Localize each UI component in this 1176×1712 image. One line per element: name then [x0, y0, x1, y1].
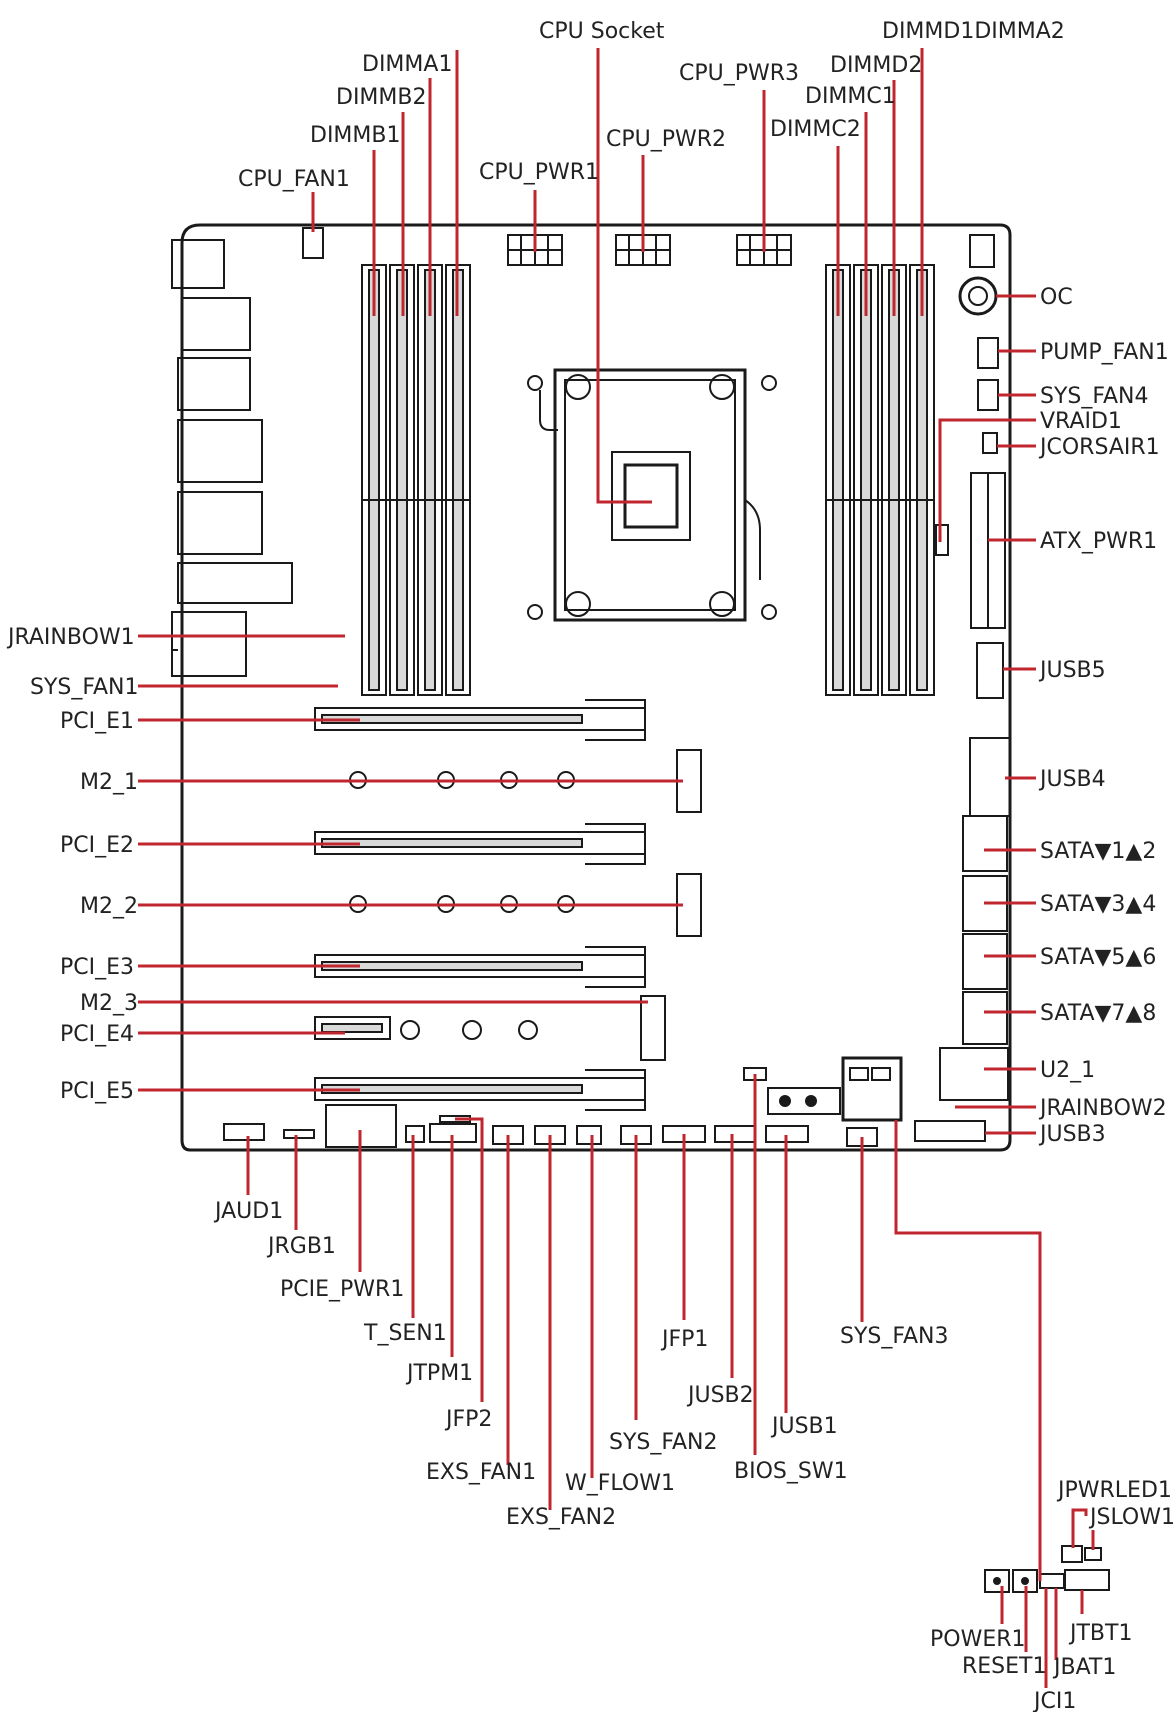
label-sata78: SATA▼7▲8: [1040, 1001, 1156, 1026]
label-jusb5: JUSB5: [1038, 658, 1106, 683]
board-outline: [180, 223, 1012, 1152]
label-pump-fan1: PUMP_FAN1: [1040, 340, 1169, 365]
label-jusb4: JUSB4: [1038, 767, 1106, 792]
label-oc: OC: [1040, 285, 1073, 310]
label-sata12: SATA▼1▲2: [1040, 839, 1156, 864]
cpu-power-connectors: [507, 234, 792, 266]
dimm-slots-left: [361, 264, 471, 696]
label-w-flow1: W_FLOW1: [565, 1471, 675, 1496]
label-power1: POWER1: [930, 1627, 1026, 1652]
label-jusb3: JUSB3: [1038, 1122, 1106, 1147]
label-reset1: RESET1: [962, 1654, 1047, 1679]
label-cpu-fan1: CPU_FAN1: [238, 167, 350, 192]
label-jbat1: JBAT1: [1052, 1655, 1116, 1680]
label-exs-fan2: EXS_FAN2: [506, 1505, 616, 1530]
label-jrainbow2: JRAINBOW2: [1038, 1096, 1167, 1121]
label-pcie-pwr1: PCIE_PWR1: [280, 1277, 404, 1302]
label-dimma1: DIMMA1: [362, 52, 452, 77]
label-jpwrled1: JPWRLED1: [1056, 1478, 1172, 1503]
label-dimmb2: DIMMB2: [336, 85, 426, 110]
label-pci-e3: PCI_E3: [60, 955, 134, 980]
cpu-socket-graphic: [527, 368, 777, 622]
label-jci1: JCI1: [1032, 1689, 1076, 1712]
label-cpu-pwr3: CPU_PWR3: [679, 61, 799, 86]
label-atx-pwr1: ATX_PWR1: [1040, 529, 1157, 554]
label-m2-2: M2_2: [80, 894, 138, 919]
label-jfp1: JFP1: [660, 1327, 708, 1352]
label-dimmd2: DIMMD2: [830, 53, 922, 78]
label-vraid1: VRAID1: [1040, 409, 1122, 434]
label-dimmc2: DIMMC2: [770, 117, 861, 142]
cpu-fan1-header: [302, 227, 324, 259]
right-side-components: [914, 234, 1011, 1142]
label-sys-fan1: SYS_FAN1: [30, 675, 139, 700]
label-jaud1: JAUD1: [213, 1199, 283, 1224]
leader-lines: [138, 48, 1095, 1688]
label-m2-1: M2_1: [80, 770, 138, 795]
label-pci-e5: PCI_E5: [60, 1079, 134, 1104]
label-m2-3: M2_3: [80, 991, 138, 1016]
bottom-headers: [223, 1056, 903, 1148]
dimm-slots-right: [825, 264, 935, 696]
label-dimmc1: DIMMC1: [805, 84, 896, 109]
label-pci-e1: PCI_E1: [60, 709, 134, 734]
label-sata34: SATA▼3▲4: [1040, 892, 1156, 917]
label-dimmd1-dimma2: DIMMD1DIMMA2: [882, 19, 1065, 44]
labels: DIMMA1 DIMMB2 DIMMB1 CPU_FAN1 CPU Socket…: [6, 19, 1175, 1712]
label-u2-1: U2_1: [1040, 1058, 1095, 1083]
label-jcorsair1: JCORSAIR1: [1038, 435, 1160, 460]
label-cpu-pwr2: CPU_PWR2: [606, 127, 726, 152]
label-exs-fan1: EXS_FAN1: [426, 1460, 536, 1485]
label-pci-e4: PCI_E4: [60, 1022, 134, 1047]
label-sata56: SATA▼5▲6: [1040, 945, 1156, 970]
label-dimmb1: DIMMB1: [310, 123, 400, 148]
label-jusb1: JUSB1: [770, 1414, 838, 1439]
front-panel-cluster: [984, 1545, 1110, 1593]
label-jfp2: JFP2: [444, 1407, 492, 1432]
label-sys-fan4: SYS_FAN4: [1040, 384, 1149, 409]
label-cpu-socket: CPU Socket: [539, 19, 665, 44]
label-pci-e2: PCI_E2: [60, 833, 134, 858]
label-jrainbow1: JRAINBOW1: [6, 625, 135, 650]
label-sys-fan2: SYS_FAN2: [609, 1430, 718, 1455]
label-bios-sw1: BIOS_SW1: [734, 1459, 848, 1484]
label-cpu-pwr1: CPU_PWR1: [479, 160, 599, 185]
label-sys-fan3: SYS_FAN3: [840, 1324, 949, 1349]
rear-io-panel: [171, 239, 293, 677]
label-t-sen1: T_SEN1: [363, 1321, 447, 1346]
label-jtpm1: JTPM1: [405, 1361, 473, 1386]
label-jrgb1: JRGB1: [266, 1234, 336, 1259]
label-jtbt1: JTBT1: [1068, 1621, 1132, 1646]
label-jslow1: JSLOW1: [1088, 1505, 1175, 1530]
label-jusb2: JUSB2: [686, 1383, 754, 1408]
